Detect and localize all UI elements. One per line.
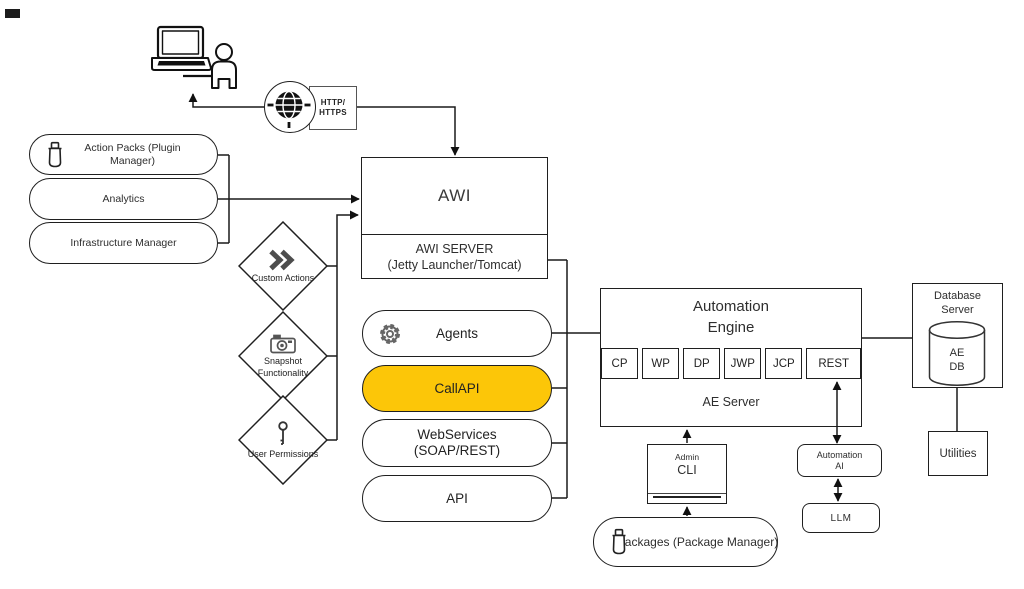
process-label-wp: WP (651, 357, 670, 370)
action-packs-pill: Action Packs (Plugin Manager) (29, 134, 218, 175)
utilities-label: Utilities (939, 447, 977, 460)
admin-label: Admin (674, 452, 700, 462)
user-permissions-label: User Permissions (247, 448, 319, 459)
custom-actions-diamond: Custom Actions (238, 221, 328, 311)
awi-server-box: AWI SERVER (Jetty Launcher/Tomcat) (361, 234, 548, 279)
database-server-title: Database Server (913, 290, 1002, 317)
infrastructure-manager-label: Infrastructure Manager (70, 237, 177, 249)
agents-pill: Agents (362, 310, 552, 357)
double-chevron-icon (269, 249, 295, 271)
process-box-jwp: JWP (724, 348, 762, 379)
package-icon (612, 528, 626, 555)
packages-pill: Packages (Package Manager) (593, 517, 778, 567)
process-label-rest: REST (818, 357, 850, 370)
corner-artifact-mark (5, 9, 20, 18)
camera-icon (270, 334, 296, 353)
awi-server-line2: (Jetty Launcher/Tomcat) (387, 257, 522, 272)
action-packs-label: Action Packs (Plugin Manager) (84, 142, 181, 167)
cli-terminal-bar (648, 492, 726, 498)
globe-network-icon (264, 81, 316, 133)
llm-label: LLM (830, 512, 852, 524)
awi-box: AWI (361, 157, 548, 235)
custom-actions-label: Custom Actions (251, 272, 315, 283)
process-box-dp: DP (683, 348, 721, 379)
cli-terminal-bar-fill (653, 495, 721, 498)
laptop-icon (151, 25, 212, 71)
automation-engine-title: Automation Engine (601, 296, 861, 338)
utilities-box: Utilities (928, 431, 988, 476)
process-box-wp: WP (642, 348, 680, 379)
process-label-jcp: JCP (772, 357, 795, 370)
automation-engine-box: Automation Engine CP WP DP JWP JCP REST … (600, 288, 862, 427)
awi-title: AWI (438, 186, 471, 205)
process-box-jcp: JCP (765, 348, 803, 379)
automation-ai-label-line1: Automation (816, 449, 863, 460)
analytics-label: Analytics (102, 193, 145, 205)
snapshot-label-line1: Snapshot (263, 355, 303, 366)
process-label-cp: CP (611, 357, 628, 370)
automation-ai-box: Automation AI (797, 444, 882, 477)
ae-db-label-line1: AE (949, 347, 965, 359)
admin-cli-box: Admin CLI (647, 444, 727, 504)
automation-engine-title-line1: Automation (693, 298, 769, 315)
api-pill: API (362, 475, 552, 522)
ae-db-label-line2: DB (949, 361, 965, 373)
snapshot-label-line2: Functionality (257, 368, 309, 378)
http-label-line1: HTTP/ (320, 98, 346, 107)
analytics-pill: Analytics (29, 178, 218, 220)
llm-box: LLM (802, 503, 880, 533)
gear-icon (380, 323, 400, 344)
ae-server-label: AE Server (702, 395, 760, 409)
process-box-cp: CP (601, 348, 639, 379)
webservices-label-line2: (SOAP/REST) (413, 443, 501, 458)
database-cylinder-icon (928, 321, 986, 386)
database-server-title-line1: Database (933, 290, 982, 302)
process-row: CP WP DP JWP JCP REST (601, 348, 861, 379)
automation-engine-title-line2: Engine (707, 319, 755, 336)
process-box-rest: REST (806, 348, 861, 379)
user-permissions-diamond: User Permissions (238, 395, 328, 485)
process-label-jwp: JWP (730, 357, 755, 370)
package-icon (48, 141, 62, 167)
webservices-label-line1: WebServices (417, 427, 497, 442)
http-label-line2: HTTPS (319, 108, 347, 117)
database-server-box: Database Server AE DB (912, 283, 1003, 388)
callapi-label: CallAPI (434, 380, 480, 396)
person-icon (211, 43, 237, 89)
infrastructure-manager-pill: Infrastructure Manager (29, 222, 218, 264)
process-label-dp: DP (693, 357, 710, 370)
agents-label: Agents (435, 325, 479, 341)
callapi-pill: CallAPI (362, 365, 552, 412)
packages-label: Packages (Package Manager) (616, 535, 779, 549)
client-devices-icon (151, 25, 237, 89)
ae-db-label: AE DB (928, 346, 986, 374)
api-label: API (446, 490, 468, 506)
database-server-title-line2: Server (941, 303, 974, 316)
automation-ai-label-line2: AI (835, 460, 844, 471)
webservices-pill: WebServices (SOAP/REST) (362, 419, 552, 467)
awi-server-line1: AWI SERVER (415, 241, 494, 256)
cli-label: CLI (677, 463, 697, 477)
key-icon (278, 421, 288, 445)
